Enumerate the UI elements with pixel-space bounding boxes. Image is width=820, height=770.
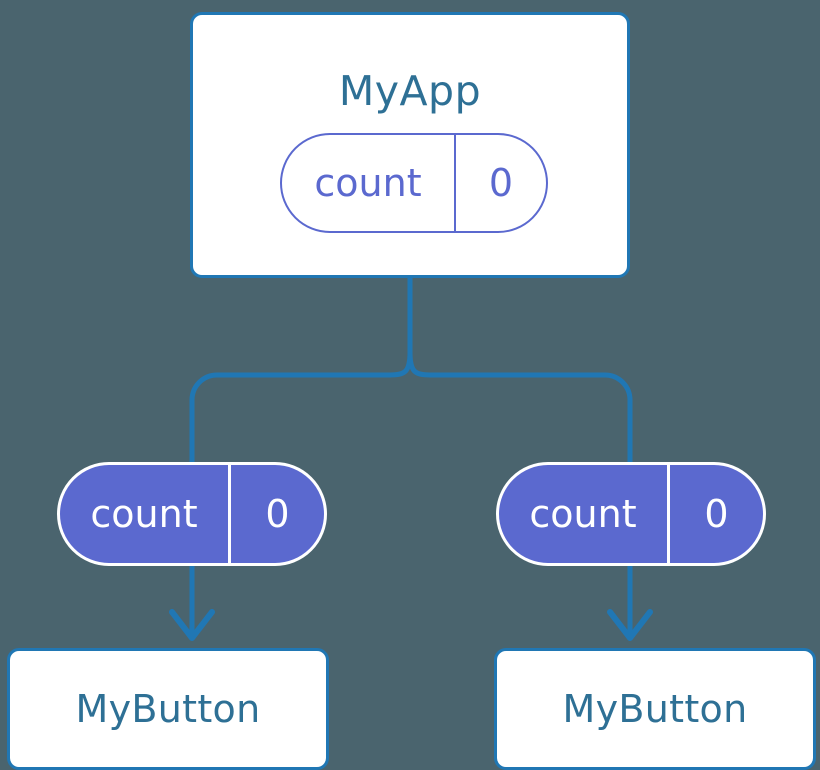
prop-key-label: count: [60, 465, 231, 563]
myapp-state-pill[interactable]: count 0: [280, 133, 548, 233]
child-props-pill-left[interactable]: count 0: [57, 462, 327, 566]
mybutton-card-left[interactable]: MyButton: [7, 648, 329, 770]
child-props-pill-right[interactable]: count 0: [496, 462, 766, 566]
prop-value-label: 0: [704, 492, 729, 536]
myapp-card[interactable]: MyApp count 0: [190, 12, 630, 278]
state-value-label: 0: [488, 161, 514, 205]
prop-key-label: count: [499, 465, 670, 563]
arrow-head-right-icon: [607, 609, 653, 641]
mybutton-label: MyButton: [562, 687, 748, 731]
arrow-head-left-icon: [169, 609, 215, 641]
mybutton-label: MyButton: [75, 687, 261, 731]
prop-value-label: 0: [265, 492, 290, 536]
branch-line-left: [189, 351, 413, 462]
branch-line-right: [407, 351, 633, 462]
myapp-title: MyApp: [338, 67, 482, 115]
mybutton-card-right[interactable]: MyButton: [494, 648, 816, 770]
state-key-label: count: [282, 135, 456, 231]
